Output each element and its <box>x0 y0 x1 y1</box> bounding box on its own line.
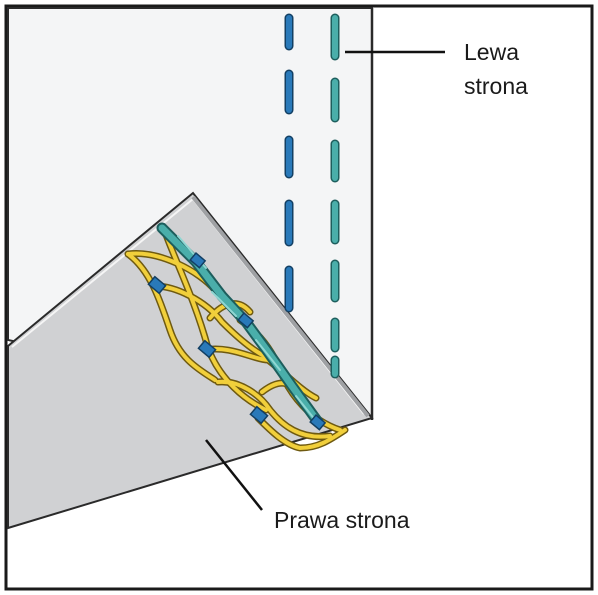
overlock-blue-knots <box>147 252 327 431</box>
label-left-side-line1: Lewa <box>464 39 519 65</box>
label-right-side: Prawa strona <box>274 507 410 533</box>
front-panel-edge-shadow <box>191 195 370 418</box>
label-left-side-line2: strona <box>464 73 528 99</box>
leader-line-right-side <box>205 439 263 511</box>
